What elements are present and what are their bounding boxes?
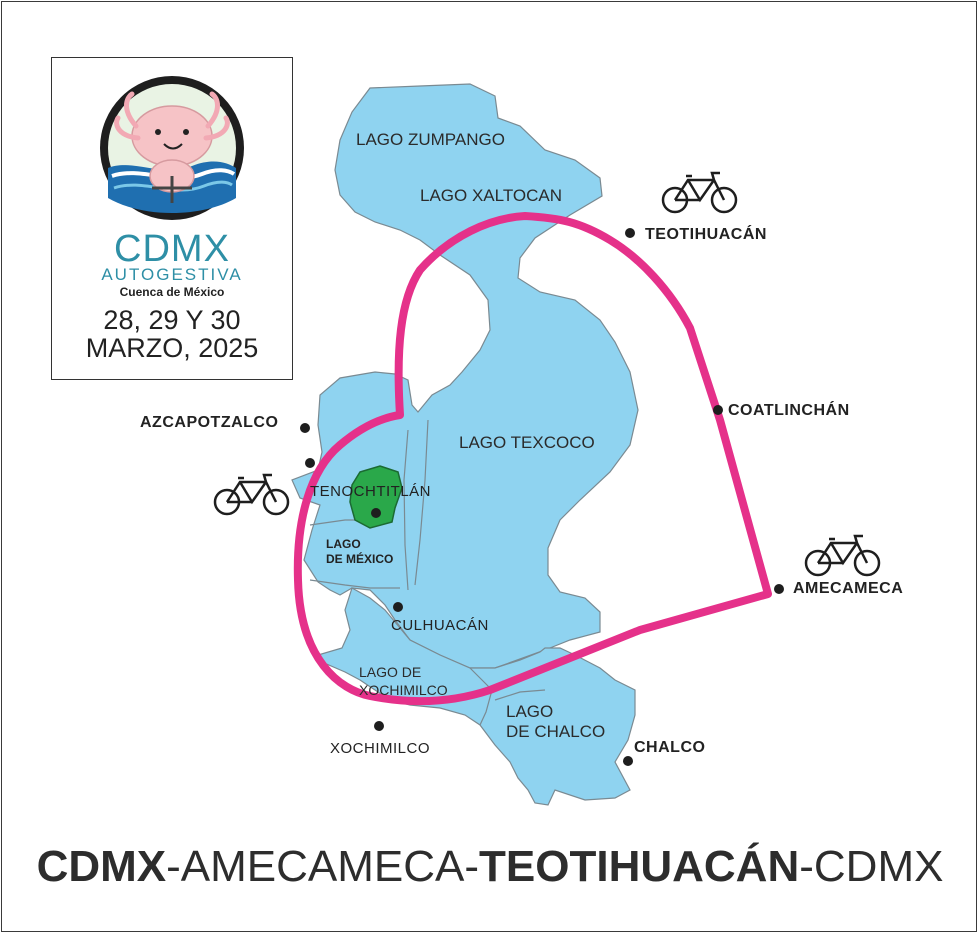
lake-label-texcoco: LAGO TEXCOCO bbox=[459, 433, 595, 452]
bicycle-icon bbox=[213, 473, 290, 516]
west-dot bbox=[305, 458, 315, 468]
event-date-line2: MARZO, 2025 bbox=[85, 333, 259, 363]
boundary-texcoco-west bbox=[414, 419, 429, 586]
boundary-mexico-east bbox=[403, 429, 409, 591]
lake-label-mexico-2: DE MÉXICO bbox=[326, 552, 394, 566]
lake-label-xochimilco-1: LAGO DE bbox=[359, 664, 422, 680]
route-title-part1: CDMX bbox=[36, 842, 167, 891]
boundary-mexico-inner bbox=[309, 519, 355, 526]
amecameca-dot bbox=[774, 584, 784, 594]
place-label-xochimilco: XOCHIMILCO bbox=[330, 740, 431, 757]
culhuacan-dot bbox=[393, 602, 403, 612]
route-title: CDMX-AMECAMECA-TEOTIHUACÁN-CDMX bbox=[0, 842, 980, 892]
azcapotzalco-dot bbox=[300, 423, 310, 433]
logo-title: CDMX bbox=[114, 228, 230, 270]
tenochtitlan-dot bbox=[371, 508, 381, 518]
lake-label-xochimilco-2: XOCHIMILCO bbox=[359, 682, 448, 698]
lake-boundaries bbox=[309, 419, 546, 726]
place-label-azcapotzalco: AZCAPOTZALCO bbox=[140, 414, 279, 431]
lake-label-chalco-2: DE CHALCO bbox=[506, 722, 606, 741]
logo-region: Cuenca de México bbox=[119, 285, 225, 299]
bicycle-icon bbox=[661, 171, 738, 214]
event-date-line1: 28, 29 Y 30 bbox=[103, 305, 241, 335]
boundary-chalco bbox=[494, 689, 546, 701]
lake-northern bbox=[291, 83, 639, 669]
place-label-tenochtitlan: TENOCHTITLÁN bbox=[310, 483, 432, 500]
teotihuacan-dot bbox=[625, 228, 635, 238]
bicycle-icon bbox=[804, 534, 881, 577]
place-label-coatlinchan: COATLINCHÁN bbox=[728, 402, 850, 419]
route-heart bbox=[293, 212, 772, 706]
place-label-culhuacan: CULHUACÁN bbox=[391, 617, 489, 634]
tenochtitlan-island bbox=[349, 465, 403, 529]
place-label-chalco: CHALCO bbox=[634, 739, 706, 756]
axolotl-logo-icon bbox=[100, 76, 244, 220]
lake-label-zumpango: LAGO ZUMPANGO bbox=[356, 130, 505, 149]
route-title-part2: -AMECAMECA- bbox=[166, 842, 480, 891]
lake-label-mexico-1: LAGO bbox=[326, 537, 361, 551]
place-label-amecameca: AMECAMECA bbox=[793, 580, 904, 597]
route-title-part4: -CDMX bbox=[799, 842, 944, 891]
lake-label-chalco-1: LAGO bbox=[506, 702, 554, 721]
place-label-teotihuacan: TEOTIHUACÁN bbox=[645, 226, 767, 243]
lake-label-xaltocan: LAGO XALTOCAN bbox=[420, 186, 563, 205]
coatlinchan-dot bbox=[713, 405, 723, 415]
route-title-part3: TEOTIHUACÁN bbox=[479, 842, 800, 891]
logo-subtitle: AUTOGESTIVA bbox=[101, 265, 243, 284]
xochimilco-dot bbox=[374, 721, 384, 731]
chalco-dot bbox=[623, 756, 633, 766]
event-logo-card: CDMX AUTOGESTIVA Cuenca de México 28, 29… bbox=[51, 57, 293, 380]
place-markers bbox=[300, 228, 784, 766]
boundary-xochimilco-chalco bbox=[469, 667, 493, 726]
boundary-mexico-south bbox=[309, 579, 400, 589]
